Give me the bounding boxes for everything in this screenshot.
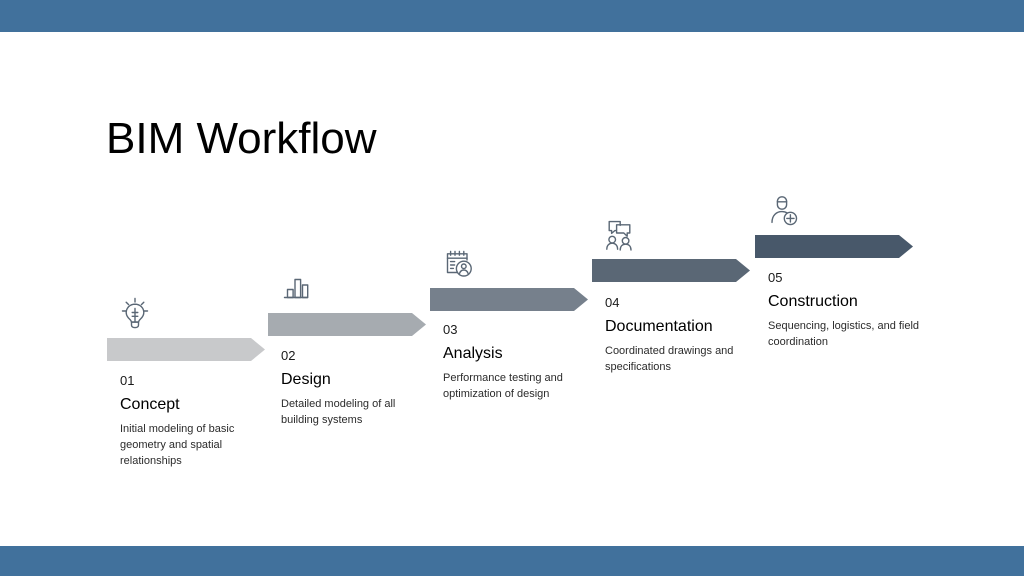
step-text-block: 04 Documentation Coordinated drawings an…	[605, 293, 760, 375]
step-number: 01	[120, 373, 135, 388]
bottom-accent-bar	[0, 546, 1024, 576]
step-description: Detailed modeling of all building system…	[281, 398, 396, 426]
step-text-block: 01 Concept Initial modeling of basic geo…	[120, 371, 275, 469]
process-step-3[interactable]: 03 Analysis Performance testing and opti…	[430, 0, 605, 576]
step-arrow	[268, 313, 426, 336]
page-title: BIM Workflow	[106, 114, 377, 163]
step-text-block: 05 Construction Sequencing, logistics, a…	[768, 268, 923, 350]
process-step-1[interactable]: 01 Concept Initial modeling of basic geo…	[107, 0, 282, 576]
process-step-4[interactable]: 04 Documentation Coordinated drawings an…	[592, 0, 767, 576]
step-name: Documentation	[605, 318, 713, 335]
process-step-5[interactable]: 05 Construction Sequencing, logistics, a…	[755, 0, 930, 576]
step-number: 02	[281, 348, 296, 363]
step-description: Initial modeling of basic geometry and s…	[120, 423, 235, 467]
process-step-2[interactable]: 02 Design Detailed modeling of all build…	[268, 0, 443, 576]
step-text-block: 02 Design Detailed modeling of all build…	[281, 346, 436, 428]
bar-chart-icon	[274, 266, 318, 310]
step-name: Analysis	[443, 345, 503, 362]
step-name: Design	[281, 371, 331, 388]
step-text-block: 03 Analysis Performance testing and opti…	[443, 320, 598, 402]
step-number: 05	[768, 270, 783, 285]
lightbulb-icon	[113, 291, 157, 335]
step-description: Performance testing and optimization of …	[443, 372, 563, 400]
step-number: 03	[443, 322, 458, 337]
step-number: 04	[605, 295, 620, 310]
top-accent-bar	[0, 0, 1024, 32]
step-arrow	[430, 288, 588, 311]
step-name: Construction	[768, 293, 858, 310]
person-add-icon	[761, 189, 805, 233]
step-description: Coordinated drawings and specifications	[605, 345, 734, 373]
step-name: Concept	[120, 396, 180, 413]
step-arrow	[592, 259, 750, 282]
step-description: Sequencing, logistics, and field coordin…	[768, 320, 920, 348]
people-chat-icon	[598, 213, 642, 257]
step-arrow	[755, 235, 913, 258]
document-person-icon	[436, 242, 480, 286]
step-arrow	[107, 338, 265, 361]
